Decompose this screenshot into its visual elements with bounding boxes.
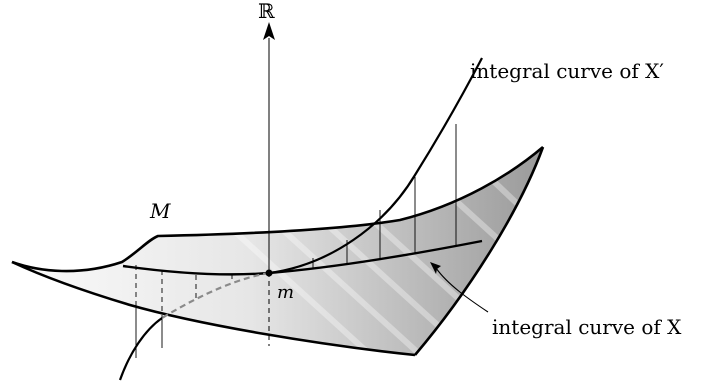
axis-arrowhead-icon xyxy=(263,22,275,40)
under-surface-verticals xyxy=(136,308,162,358)
point-m-dot xyxy=(266,270,273,277)
integral-curve-xprime-lower xyxy=(120,318,162,380)
curve-xprime-label: integral curve of X′ xyxy=(470,59,664,83)
curve-x-label: integral curve of X xyxy=(492,315,682,339)
axis-label: ℝ xyxy=(258,0,275,23)
point-label: m xyxy=(277,282,294,303)
surface-fill xyxy=(12,147,543,355)
manifold-surface xyxy=(12,140,640,391)
manifold-label: M xyxy=(149,199,171,223)
